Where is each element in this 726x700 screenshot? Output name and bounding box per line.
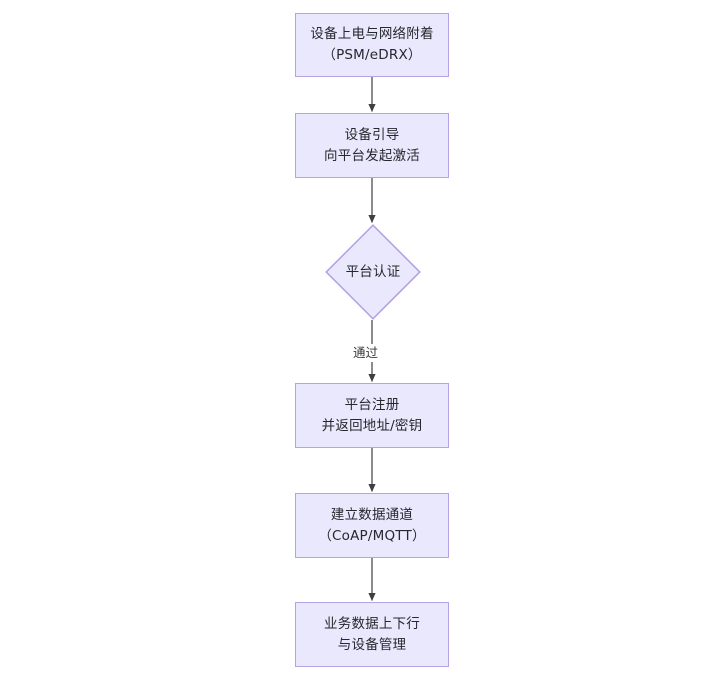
- node-device-power-on[interactable]: 设备上电与网络附着 （PSM/eDRX）: [295, 13, 449, 77]
- diamond-shape: [325, 224, 421, 320]
- node-device-bootstrap[interactable]: 设备引导 向平台发起激活: [295, 113, 449, 178]
- node-label: 平台认证: [345, 263, 401, 280]
- node-platform-auth[interactable]: 平台认证: [325, 224, 421, 320]
- node-label: 业务数据上下行 与设备管理: [324, 615, 420, 653]
- node-label: 设备上电与网络附着 （PSM/eDRX）: [310, 26, 434, 63]
- node-label: 建立数据通道 （CoAP/MQTT）: [318, 506, 426, 544]
- edge-label-pass: 通过: [350, 344, 382, 362]
- node-platform-register[interactable]: 平台注册 并返回地址/密钥: [295, 383, 449, 448]
- node-label: 平台注册 并返回地址/密钥: [321, 396, 423, 434]
- node-data-channel[interactable]: 建立数据通道 （CoAP/MQTT）: [295, 493, 449, 558]
- node-label: 设备引导 向平台发起激活: [324, 126, 420, 164]
- node-business-data[interactable]: 业务数据上下行 与设备管理: [295, 602, 449, 667]
